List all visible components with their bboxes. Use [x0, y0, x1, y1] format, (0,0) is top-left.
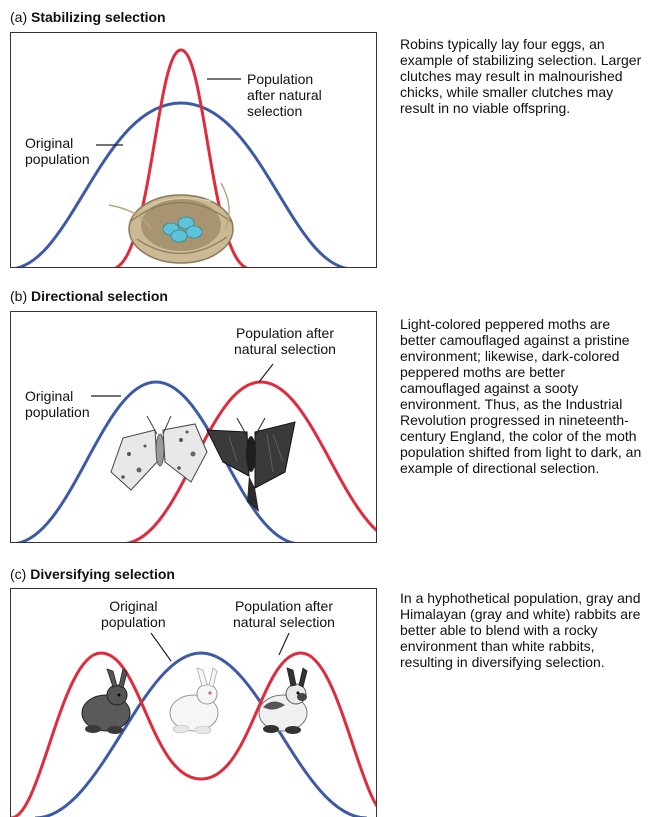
panel-a-title-text: Stabilizing selection	[31, 9, 166, 25]
panel-b-title: (b) Directional selection	[10, 288, 168, 304]
selected-population-curve	[124, 380, 376, 542]
selected-population-curve	[11, 651, 376, 817]
stabilizing-description: Robins typically lay four eggs, an examp…	[400, 36, 642, 116]
directional-plot: Original population Population after nat…	[10, 311, 377, 543]
nest-illustration	[108, 182, 234, 264]
original-population-label: Original population	[101, 598, 166, 630]
original-population-curve	[12, 101, 350, 267]
gray-rabbit-illustration	[81, 668, 131, 734]
label-pointer-original	[150, 632, 172, 662]
directional-description: Light-colored peppered moths are better …	[400, 316, 642, 476]
diversifying-svg	[11, 632, 376, 817]
label-pointer-after	[278, 632, 290, 656]
label-pointer-after	[258, 363, 274, 383]
panel-c-prefix: (c)	[10, 566, 27, 582]
diversifying-plot: Original population Population after nat…	[10, 588, 377, 817]
directional-svg	[14, 363, 376, 542]
diversifying-description: In a hyphothetical population, gray and …	[400, 590, 641, 670]
panel-b-prefix: (b)	[10, 288, 28, 304]
panel-c-title-text: Diversifying selection	[30, 566, 175, 582]
panel-a-prefix: (a)	[10, 9, 28, 25]
panel-a-title: (a) Stabilizing selection	[10, 9, 166, 25]
himalayan-rabbit-illustration	[258, 667, 308, 734]
stabilizing-plot: Original population Population after nat…	[10, 32, 377, 268]
after-selection-label: Population after natural selection	[234, 325, 336, 357]
original-population-curve	[14, 380, 298, 542]
panel-c-title: (c) Diversifying selection	[10, 566, 175, 582]
after-selection-label: Population after natural selection	[247, 71, 322, 119]
after-selection-label: Population after natural selection	[233, 598, 335, 630]
dark-moth-illustration	[206, 417, 296, 512]
stabilizing-svg	[12, 48, 350, 267]
original-population-label: Original population	[25, 388, 90, 420]
white-rabbit-illustration	[169, 667, 219, 735]
panel-b-title-text: Directional selection	[31, 288, 168, 304]
light-moth-illustration	[110, 415, 208, 491]
original-population-curve	[34, 651, 368, 817]
original-population-label: Original population	[25, 135, 90, 167]
